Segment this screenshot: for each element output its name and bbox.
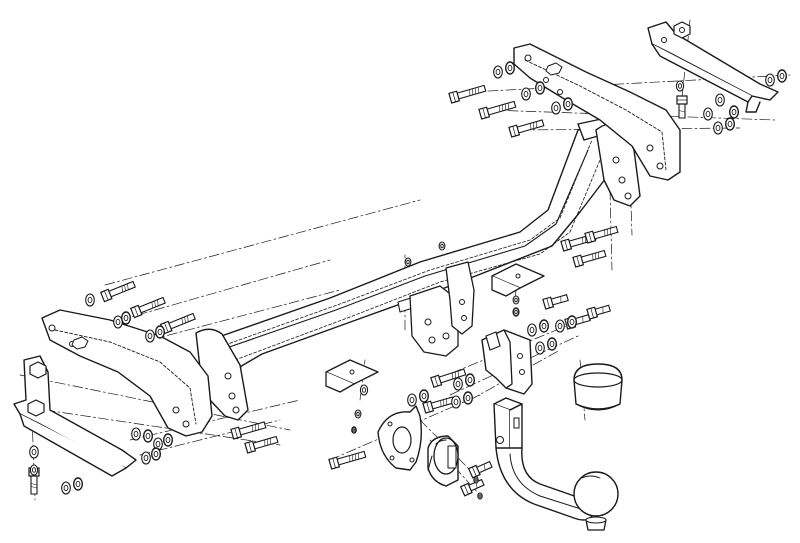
washer — [451, 395, 461, 409]
bolt-set — [28, 84, 688, 497]
center-small-bracket — [325, 359, 379, 393]
electrical-socket — [427, 435, 459, 487]
nut — [72, 477, 84, 491]
nut — [562, 97, 574, 111]
nut — [538, 319, 550, 333]
bolt — [586, 304, 611, 320]
washer — [359, 384, 369, 396]
washer — [527, 323, 537, 337]
bolt — [99, 280, 136, 303]
nut — [464, 373, 476, 387]
washer-nut-set — [29, 61, 788, 500]
nut — [142, 429, 154, 443]
bolt — [244, 435, 279, 454]
washer — [141, 451, 151, 465]
left-side-bracket — [41, 309, 213, 437]
bolt — [159, 312, 196, 335]
washer — [29, 464, 39, 476]
washer — [477, 492, 483, 500]
tow-bar-mount — [481, 329, 533, 395]
right-top-bracket — [647, 21, 779, 113]
bolt — [467, 460, 493, 479]
bolt — [542, 294, 569, 310]
washer — [473, 476, 479, 484]
washer — [354, 409, 362, 419]
tow-ball-neck — [493, 397, 619, 531]
washer — [438, 241, 446, 251]
washer — [715, 93, 725, 107]
nut — [546, 337, 558, 351]
washer — [61, 481, 71, 495]
bolt — [676, 95, 688, 119]
bolt — [572, 249, 607, 268]
bolt — [478, 100, 517, 120]
nut — [120, 311, 132, 325]
washer — [85, 293, 95, 307]
main-crossbar — [195, 117, 641, 421]
bolt — [422, 396, 455, 414]
washer — [512, 295, 520, 305]
bolt — [129, 296, 166, 319]
washer — [493, 65, 503, 79]
washer — [765, 73, 775, 87]
washer — [703, 107, 713, 121]
nut — [162, 433, 174, 447]
bolt — [430, 368, 467, 388]
washer — [113, 315, 123, 329]
nut — [504, 61, 516, 75]
nut — [462, 391, 474, 405]
washer — [404, 257, 412, 267]
washer — [453, 377, 463, 391]
washer — [145, 329, 155, 343]
washer — [153, 437, 163, 451]
washer — [713, 121, 723, 135]
bolt — [459, 478, 485, 497]
nut — [154, 325, 166, 339]
bolt — [584, 225, 619, 244]
nut — [724, 117, 736, 131]
bolt — [230, 421, 267, 440]
washer — [29, 445, 39, 459]
nut — [351, 426, 357, 434]
nut — [150, 447, 162, 461]
washer — [675, 80, 685, 92]
washer — [131, 427, 141, 441]
nut — [776, 69, 788, 83]
nut — [512, 307, 520, 317]
right-side-bracket — [513, 43, 681, 181]
electrical-socket-plate — [377, 405, 423, 471]
right-small-bracket — [491, 263, 545, 297]
nut — [728, 105, 740, 119]
nut — [418, 389, 430, 403]
nut — [566, 315, 578, 329]
nut — [534, 81, 546, 95]
bolt — [448, 84, 487, 104]
left-bottom-bracket — [13, 355, 137, 477]
ball-cover-cap — [573, 363, 623, 411]
bolt — [508, 119, 545, 138]
bolt — [328, 450, 367, 470]
washer — [407, 393, 417, 407]
washer — [551, 101, 561, 115]
washer — [521, 87, 531, 101]
washer — [535, 341, 545, 355]
washer — [555, 319, 565, 333]
